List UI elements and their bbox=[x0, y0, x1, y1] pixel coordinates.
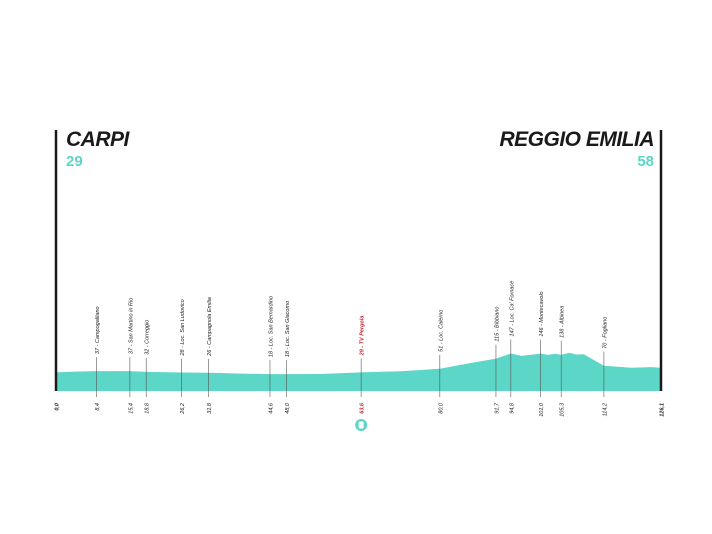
waypoint-km-label: 105,3 bbox=[560, 402, 566, 417]
waypoint-km-label: 80,0 bbox=[438, 402, 444, 414]
waypoint-km-label: 26,2 bbox=[180, 403, 186, 415]
waypoint-km-label: 63,6 bbox=[360, 402, 366, 414]
waypoint-km-label: 31,8 bbox=[207, 402, 213, 414]
waypoint-label: 32 - Correggio bbox=[145, 320, 151, 355]
waypoint-km-label: 94,8 bbox=[509, 402, 515, 414]
waypoint-label: 146 - Montecavolo bbox=[539, 291, 545, 336]
start-city: CARPI bbox=[66, 128, 129, 151]
waypoint-km-label: 114,2 bbox=[602, 403, 608, 416]
waypoint-km-label: 8,4 bbox=[95, 403, 101, 411]
waypoint-label: 51 - Loc. Calerno bbox=[438, 310, 444, 352]
waypoint-km-label: 101,0 bbox=[539, 402, 545, 417]
waypoint-label: 28 - Loc. San Ludovico bbox=[180, 299, 186, 356]
waypoint-label: 37 - Campogalliano bbox=[95, 306, 101, 354]
elevation-profile-area bbox=[56, 352, 661, 391]
finish-km-label: 126,1 bbox=[660, 403, 666, 417]
waypoint-label: 37 - San Martino in Rio bbox=[128, 298, 134, 354]
waypoint-km-label: 48,0 bbox=[285, 402, 291, 414]
start-altitude: 29 bbox=[66, 153, 83, 170]
waypoint-label: 70 - Fogliano bbox=[602, 317, 608, 349]
waypoint-label: 18 - Loc. San Giacomo bbox=[285, 301, 291, 357]
sprint-icon-glyph bbox=[358, 421, 364, 429]
waypoint-label: 115 - Bibbiano bbox=[494, 307, 500, 342]
waypoint-label: 26 - Campagnola Emilia bbox=[207, 297, 213, 357]
waypoint-km-label: 44,6 bbox=[268, 402, 274, 414]
waypoint-km-label: 91,7 bbox=[494, 402, 500, 414]
finish-city: REGGIO EMILIA bbox=[499, 128, 654, 151]
finish-altitude: 58 bbox=[637, 153, 654, 170]
waypoint-km-label: 15,4 bbox=[128, 403, 134, 414]
start-km-label: 0,0 bbox=[55, 403, 61, 411]
waypoint-km-label: 18,8 bbox=[145, 402, 151, 414]
waypoint-label: 138 - Albinea bbox=[560, 306, 566, 338]
waypoint-label: 18 - Loc. San Bernardino bbox=[268, 296, 274, 357]
waypoint-label: 29 - TV Pergola bbox=[360, 316, 366, 357]
waypoint-label: 147 - Loc. Ca' Fornace bbox=[509, 281, 515, 337]
